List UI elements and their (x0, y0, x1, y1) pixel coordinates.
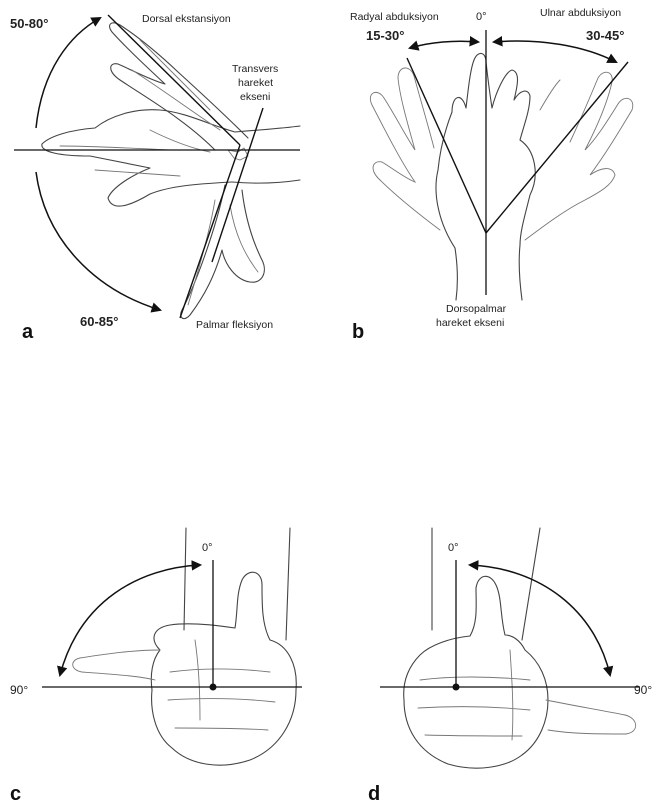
panel-c-ninety-label: 90° (10, 683, 28, 697)
panel-a-transverse-axis-line (212, 108, 263, 262)
panel-b-axis-label-line-1: Dorsopalmar (446, 303, 507, 315)
panel-b: Radyal abduksiyon 15-30° 0° Ulnar abduks… (350, 7, 633, 343)
panel-a-flexed-hand-sketch (181, 185, 265, 319)
panel-a-extended-hand-sketch (110, 23, 248, 150)
panel-c-rotated-hand-sketch (73, 650, 160, 680)
panel-b-radial-ray (407, 58, 486, 233)
panel-b-axis-label-line-2: hareket ekseni (436, 317, 504, 329)
panel-d-rotated-hand-sketch (546, 700, 636, 734)
panel-a-flexion-angle: 60-85° (80, 314, 118, 329)
panel-a-extension-arc-arrow (36, 18, 100, 128)
panel-d-rotation-arc-arrow (470, 565, 610, 675)
panel-b-radial-hand-sketch (370, 68, 440, 230)
panel-b-ulnar-hand-sketch (525, 72, 633, 240)
panel-a-axis-label-line-3: ekseni (240, 91, 270, 103)
panel-d-fist-sketch (404, 576, 548, 768)
panel-a-flexion-label: Palmar fleksiyon (196, 319, 273, 331)
panel-b-ulnar-ray (486, 62, 628, 233)
panel-c-zero-label: 0° (202, 542, 213, 554)
panel-a-neutral-hand-sketch (42, 110, 235, 206)
panel-b-radial-label: Radyal abduksiyon (350, 11, 439, 23)
panel-b-forearm-sketch (455, 245, 522, 300)
panel-c-letter: c (10, 783, 21, 805)
panel-b-ulnar-arc-arrow (494, 41, 616, 62)
panel-c: 0° 90° c (10, 528, 302, 805)
panel-c-pivot-dot (210, 684, 217, 691)
panel-a-finger-lines (60, 130, 210, 176)
panel-a-forearm-sketch (232, 126, 300, 183)
panel-d-fist-lines (418, 650, 530, 740)
panel-a-axis-label-line-1: Transvers (232, 63, 278, 75)
panel-a-extension-ray (108, 15, 240, 145)
panel-d: 0° 90° d (368, 528, 652, 805)
panel-a-extended-finger-lines (132, 40, 220, 130)
panel-d-ninety-label: 90° (634, 683, 652, 697)
panel-a-flexion-arc-arrow (36, 172, 160, 310)
panel-b-zero-label: 0° (476, 11, 487, 23)
panel-b-radial-arc-arrow (410, 41, 478, 48)
panel-a: 50-80° Dorsal ekstansiyon Transvers hare… (10, 13, 300, 343)
panel-c-forearm-sketch (184, 528, 290, 640)
panel-b-ulnar-angle: 30-45° (586, 28, 624, 43)
panel-b-radial-angle: 15-30° (366, 28, 404, 43)
panel-a-extension-angle: 50-80° (10, 16, 48, 31)
panel-a-letter: a (22, 321, 34, 343)
panel-d-pivot-dot (453, 684, 460, 691)
panel-a-axis-label-line-2: hareket (238, 77, 273, 89)
panel-a-extension-label: Dorsal ekstansiyon (142, 13, 231, 25)
panel-a-flexion-ray (180, 145, 240, 318)
panel-b-ulnar-label: Ulnar abduksiyon (540, 7, 621, 19)
panel-b-letter: b (352, 321, 364, 343)
panel-c-rotation-arc-arrow (60, 565, 200, 675)
panel-d-zero-label: 0° (448, 542, 459, 554)
panel-d-letter: d (368, 783, 380, 805)
panel-c-fist-lines (168, 640, 275, 730)
